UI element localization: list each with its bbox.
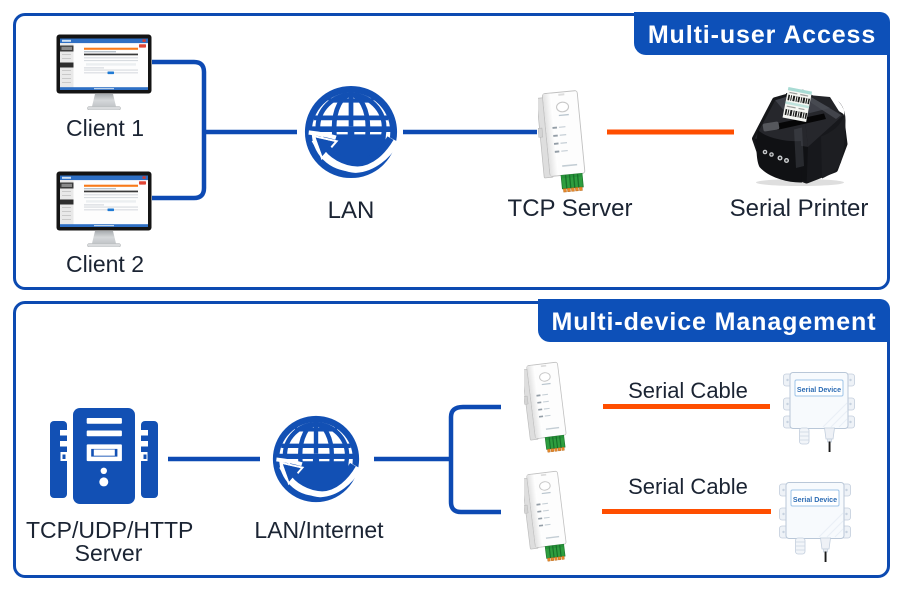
svg-text:Serial Device: Serial Device	[797, 386, 841, 394]
svg-text:Serial Device: Serial Device	[793, 496, 837, 504]
